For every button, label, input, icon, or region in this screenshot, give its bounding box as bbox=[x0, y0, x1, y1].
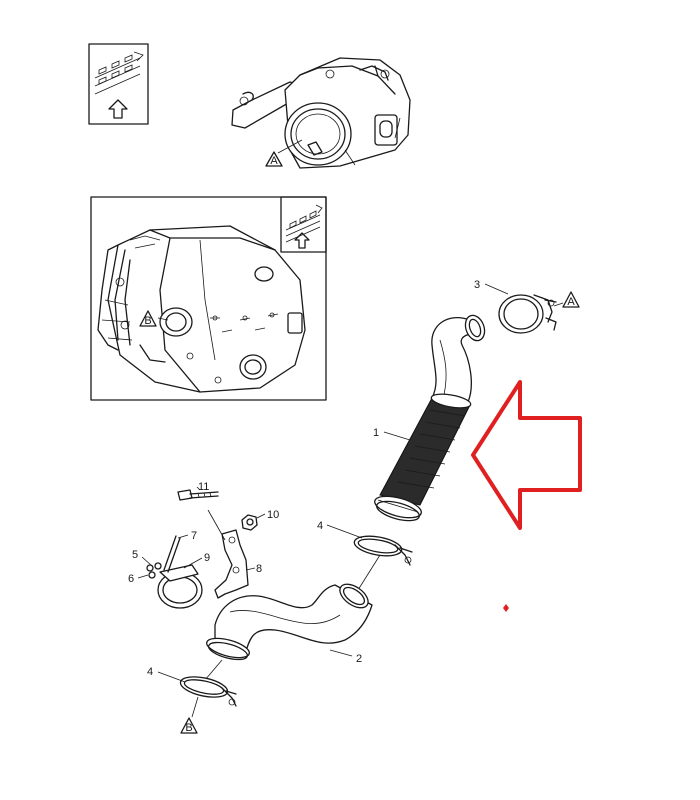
ref-label-inset-b: B bbox=[144, 315, 151, 327]
callout-10: 10 bbox=[267, 509, 279, 521]
part-3-clamp: A 3 bbox=[474, 279, 580, 334]
part-10-nut: 10 bbox=[241, 509, 279, 531]
inset-detail-box: B bbox=[90, 196, 327, 401]
top-housing-assembly: A bbox=[231, 57, 411, 169]
callout-2: 2 bbox=[356, 653, 362, 665]
callout-11: 11 bbox=[198, 481, 209, 493]
orientation-grid-icon bbox=[285, 204, 323, 243]
part-11-bolt: 11 bbox=[177, 481, 226, 541]
part-4-clamp-lower: 4 B bbox=[147, 666, 237, 734]
part-2-pipe: 2 bbox=[205, 583, 373, 665]
callout-5: 5 bbox=[132, 549, 138, 561]
callout-9: 9 bbox=[204, 552, 210, 564]
callout-1: 1 bbox=[373, 427, 379, 439]
ref-label-bottom-b: B bbox=[185, 722, 192, 734]
callout-3: 3 bbox=[474, 279, 480, 291]
callout-4-upper: 4 bbox=[317, 520, 323, 532]
left-clamp-assembly: 7 9 5 6 bbox=[128, 530, 210, 609]
arrow-up-icon bbox=[294, 232, 310, 249]
red-dot-mark bbox=[503, 604, 509, 612]
part-1-flexible-pipe: 1 bbox=[373, 314, 486, 522]
orientation-grid-icon bbox=[94, 51, 144, 95]
ref-label-top-a: A bbox=[270, 155, 278, 167]
callout-4-lower: 4 bbox=[147, 666, 153, 678]
part-8-bracket: 8 bbox=[214, 529, 262, 599]
arrow-up-icon bbox=[108, 99, 128, 119]
callout-8: 8 bbox=[256, 563, 262, 575]
orientation-box-top bbox=[88, 43, 149, 125]
callout-6: 6 bbox=[128, 573, 134, 585]
part-4-clamp-upper: 4 bbox=[317, 520, 413, 566]
ref-label-right-a: A bbox=[567, 296, 575, 308]
callout-7: 7 bbox=[191, 530, 197, 542]
large-red-arrow-icon bbox=[471, 380, 582, 530]
